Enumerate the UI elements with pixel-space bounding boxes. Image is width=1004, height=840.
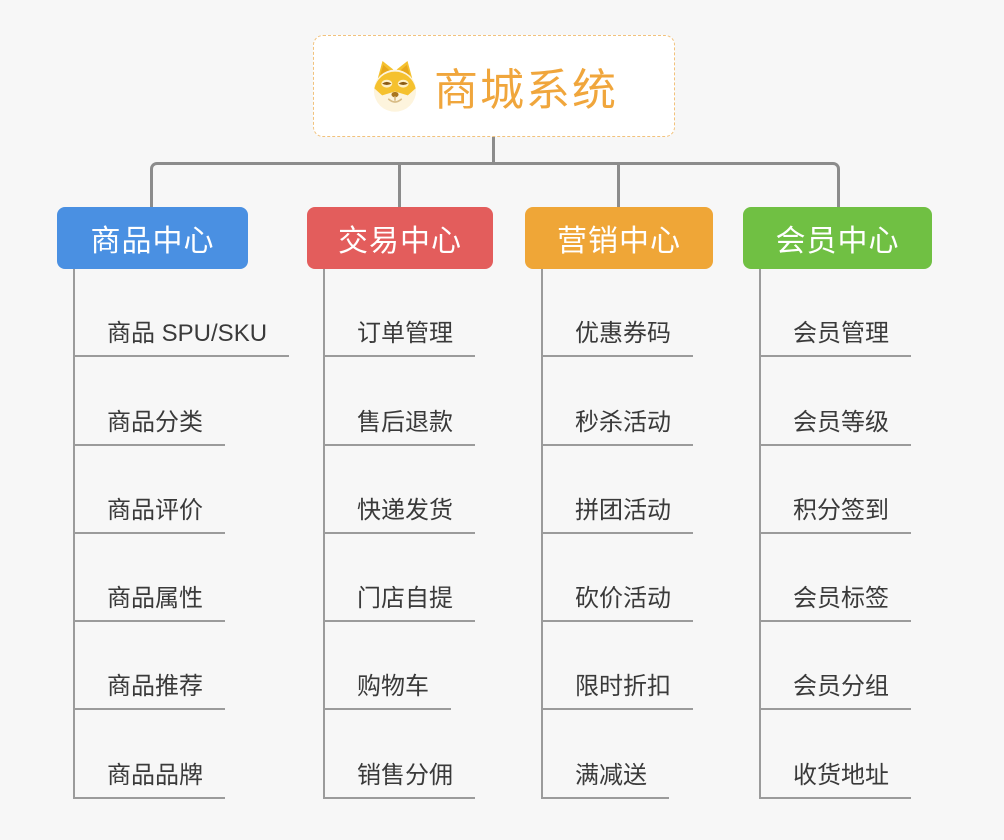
shiba-dog-icon — [373, 61, 417, 112]
leaf-label: 会员等级 — [761, 410, 911, 446]
leaf-label: 购物车 — [325, 675, 451, 711]
leaf-label: 收货地址 — [761, 763, 911, 799]
leaf-node[interactable]: 商品 SPU/SKU — [75, 269, 290, 358]
leaf-node[interactable]: 订单管理 — [325, 269, 493, 358]
leaf-label: 会员管理 — [761, 322, 911, 358]
leaf-node[interactable]: 销售分佣 — [325, 710, 493, 799]
leaf-node[interactable]: 商品分类 — [75, 357, 248, 446]
branch-marketing-center: 营销中心 优惠券码 秒杀活动 拼团活动 砍价活动 限时折扣 满减送 — [525, 207, 713, 799]
leaf-node[interactable]: 满减送 — [543, 710, 713, 799]
leaf-label: 优惠券码 — [543, 322, 693, 358]
leaf-label: 满减送 — [543, 763, 669, 799]
connector-drop-branch-2 — [398, 165, 401, 207]
branch-header-member-center[interactable]: 会员中心 — [743, 207, 932, 269]
connector-drop-branch-3 — [617, 165, 620, 207]
leaf-node[interactable]: 限时折扣 — [543, 622, 713, 711]
branch-header-marketing-center[interactable]: 营销中心 — [525, 207, 713, 269]
root-title: 商城系统 — [434, 66, 618, 115]
leaf-node[interactable]: 商品推荐 — [75, 622, 248, 711]
leaf-label: 秒杀活动 — [543, 410, 693, 446]
leaf-node[interactable]: 拼团活动 — [543, 446, 713, 534]
leaf-label: 售后退款 — [325, 410, 475, 446]
branch-trade-center: 交易中心 订单管理 售后退款 快递发货 门店自提 购物车 销售分佣 — [307, 207, 493, 799]
leaf-label: 商品评价 — [75, 498, 225, 534]
leaf-label: 拼团活动 — [543, 498, 693, 534]
root-node-mall-system[interactable]: 商城系统 — [313, 35, 675, 137]
leaf-node[interactable]: 门店自提 — [325, 534, 493, 623]
leaf-node[interactable]: 会员管理 — [761, 269, 932, 358]
branch-product-center: 商品中心 商品 SPU/SKU 商品分类 商品评价 商品属性 商品推荐 商品品牌 — [57, 207, 290, 799]
branch-header-trade-center[interactable]: 交易中心 — [307, 207, 493, 269]
connector-root-drop — [492, 137, 495, 164]
leaf-node[interactable]: 会员标签 — [761, 534, 932, 623]
leaf-label: 商品分类 — [75, 410, 225, 446]
branch-member-center: 会员中心 会员管理 会员等级 积分签到 会员标签 会员分组 收货地址 — [743, 207, 932, 799]
leaf-label: 销售分佣 — [325, 763, 475, 799]
branch-product-leaves: 商品 SPU/SKU 商品分类 商品评价 商品属性 商品推荐 商品品牌 — [73, 269, 290, 799]
branch-header-product-center[interactable]: 商品中心 — [57, 207, 248, 269]
leaf-label: 商品品牌 — [75, 763, 225, 799]
branch-marketing-leaves: 优惠券码 秒杀活动 拼团活动 砍价活动 限时折扣 满减送 — [541, 269, 713, 799]
branch-member-leaves: 会员管理 会员等级 积分签到 会员标签 会员分组 收货地址 — [759, 269, 932, 799]
branch-trade-leaves: 订单管理 售后退款 快递发货 门店自提 购物车 销售分佣 — [323, 269, 493, 799]
leaf-label: 门店自提 — [325, 587, 475, 623]
leaf-label: 商品推荐 — [75, 675, 225, 711]
connector-branches — [150, 162, 840, 207]
leaf-node[interactable]: 购物车 — [325, 622, 493, 711]
leaf-node[interactable]: 收货地址 — [761, 710, 932, 799]
leaf-label: 商品 SPU/SKU — [75, 322, 290, 358]
leaf-label: 砍价活动 — [543, 587, 693, 623]
leaf-node[interactable]: 砍价活动 — [543, 534, 713, 623]
leaf-label: 会员标签 — [761, 587, 911, 623]
leaf-node[interactable]: 会员分组 — [761, 622, 932, 711]
leaf-node[interactable]: 秒杀活动 — [543, 357, 713, 446]
leaf-node[interactable]: 商品评价 — [75, 446, 248, 534]
leaf-label: 快递发货 — [325, 498, 475, 534]
leaf-node[interactable]: 快递发货 — [325, 446, 493, 534]
leaf-node[interactable]: 商品属性 — [75, 534, 248, 623]
leaf-label: 积分签到 — [761, 498, 911, 534]
leaf-node[interactable]: 积分签到 — [761, 446, 932, 534]
leaf-label: 会员分组 — [761, 675, 911, 711]
leaf-label: 限时折扣 — [543, 675, 693, 711]
leaf-node[interactable]: 会员等级 — [761, 357, 932, 446]
leaf-node[interactable]: 商品品牌 — [75, 710, 248, 799]
leaf-node[interactable]: 售后退款 — [325, 357, 493, 446]
leaf-label: 订单管理 — [325, 322, 475, 358]
leaf-node[interactable]: 优惠券码 — [543, 269, 713, 358]
leaf-label: 商品属性 — [75, 587, 225, 623]
